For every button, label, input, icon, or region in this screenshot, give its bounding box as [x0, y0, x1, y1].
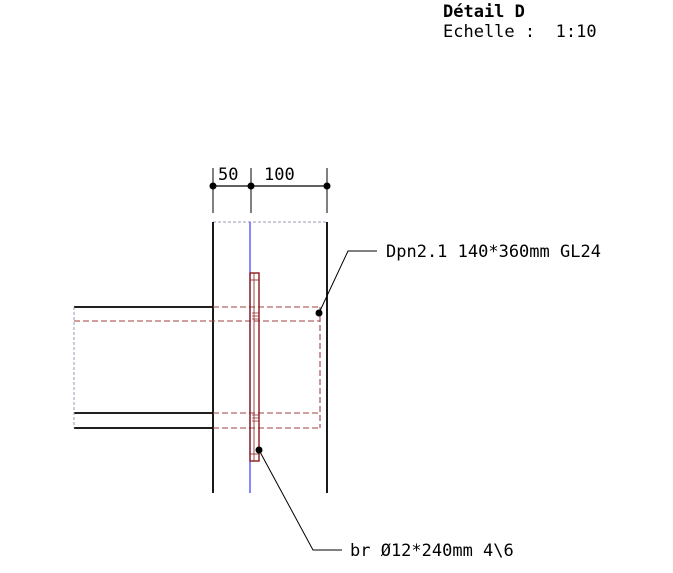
scale-label: Echelle :	[443, 22, 536, 42]
dimension-tick	[209, 182, 217, 190]
callout-dot	[315, 309, 323, 317]
dimension-100: 100	[264, 165, 295, 185]
title-block: Détail D Echelle : 1:10	[443, 2, 597, 42]
horizontal-beam	[73, 306, 213, 429]
beam-callout: Dpn2.1 140*360mm GL24	[315, 242, 601, 317]
bolt-label: br Ø12*240mm 4\6	[350, 541, 514, 561]
dimension-tick	[323, 182, 331, 190]
dimension-50: 50	[218, 165, 238, 185]
scale-value: 1:10	[555, 22, 597, 42]
dimension-chain: 50 100	[209, 165, 331, 213]
dimension-tick	[247, 182, 255, 190]
beam-label: Dpn2.1 140*360mm GL24	[386, 242, 601, 262]
detail-title: Détail D	[443, 2, 525, 22]
vertical-post	[212, 221, 328, 493]
scale-line: Echelle : 1:10	[443, 22, 597, 42]
callout-dot	[255, 446, 263, 454]
steel-plate	[249, 272, 260, 462]
bolt-callout: br Ø12*240mm 4\6	[255, 446, 514, 561]
hidden-beam-outline	[74, 306, 321, 429]
